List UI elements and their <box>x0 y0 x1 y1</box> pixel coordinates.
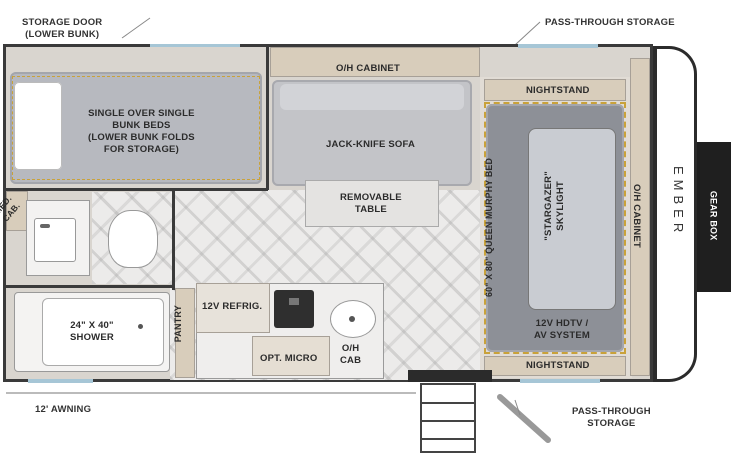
toilet <box>108 210 158 268</box>
nightstand-top-label: NIGHTSTAND <box>526 85 590 96</box>
pass-through-storage-bottom-label: PASS-THROUGH STORAGE <box>572 406 651 429</box>
gear-box <box>697 142 731 292</box>
refrigerator-label: 12V REFRIG. <box>202 301 263 312</box>
entry-door <box>408 370 492 382</box>
murphy-bed-outline <box>484 102 626 354</box>
awning-line <box>6 392 416 394</box>
nightstand-top <box>484 79 626 101</box>
removable-table-label: REMOVABLE TABLE <box>340 192 402 215</box>
bed-window <box>520 379 600 383</box>
shower-label: 24" X 40" SHOWER <box>70 320 114 343</box>
bunk-outline <box>12 76 260 180</box>
murphy-bed-label: 60" X 80" QUEEN MURPHY BED <box>484 157 495 298</box>
brand-wordmark: EMBER <box>671 166 686 238</box>
fridge <box>196 283 270 333</box>
oh-cabinet-top-label: O/H CABINET <box>336 63 400 74</box>
oh-cabinet-top <box>270 47 480 77</box>
bunk-pillow <box>14 82 62 170</box>
pass-through-bottom-leader <box>514 399 521 416</box>
step-3 <box>422 438 474 440</box>
bunk-beds-label: SINGLE OVER SINGLE BUNK BEDS (LOWER BUNK… <box>88 108 195 155</box>
shower-drain <box>138 324 143 329</box>
sofa-back <box>280 84 464 110</box>
nightstand-bottom <box>484 356 626 376</box>
stove <box>274 290 314 328</box>
entry-door-swing <box>497 394 551 443</box>
bath-window <box>28 379 93 383</box>
pass-through-storage-top-label: PASS-THROUGH STORAGE <box>545 17 675 28</box>
brand-logo: EMBER <box>666 160 688 280</box>
skylight-label: "STARGAZER" SKYLIGHT <box>542 171 566 241</box>
stove-burner <box>289 298 299 305</box>
nightstand-bottom-label: NIGHTSTAND <box>526 360 590 371</box>
storage-door-label: STORAGE DOOR (LOWER BUNK) <box>22 17 103 40</box>
bath-divider <box>172 190 175 290</box>
front-cap <box>653 46 697 382</box>
bunk-wall <box>6 188 268 191</box>
hdtv-label: 12V HDTV / AV SYSTEM <box>534 318 590 341</box>
step-1 <box>422 402 474 404</box>
oh-cab-kitchen-label: O/H CAB <box>340 343 362 366</box>
entry-steps <box>420 383 476 453</box>
faucet <box>40 224 50 228</box>
skylight <box>528 128 616 310</box>
front-window <box>518 44 598 48</box>
storage-door-leader <box>121 17 151 39</box>
shower-basin <box>42 298 164 366</box>
oh-cabinet-right-label: O/H CABINET <box>630 183 642 248</box>
gear-box-label: GEAR BOX <box>708 190 719 241</box>
sofa-label: JACK-KNIFE SOFA <box>326 139 416 150</box>
bath-floor <box>92 192 172 284</box>
bunk-side-wall <box>266 46 269 190</box>
pantry-label: PANTRY <box>172 305 183 343</box>
pass-through-top-leader <box>514 21 541 46</box>
oh-cabinet-right <box>630 58 650 376</box>
removable-table <box>305 180 439 227</box>
pantry <box>175 288 195 378</box>
micro <box>252 336 330 376</box>
sink-drain <box>349 316 355 322</box>
awning-label: 12' AWNING <box>35 404 92 415</box>
step-2 <box>422 420 474 422</box>
bunk-window <box>150 44 240 48</box>
bath-wall <box>6 285 174 288</box>
micro-label: OPT. MICRO <box>260 353 318 364</box>
